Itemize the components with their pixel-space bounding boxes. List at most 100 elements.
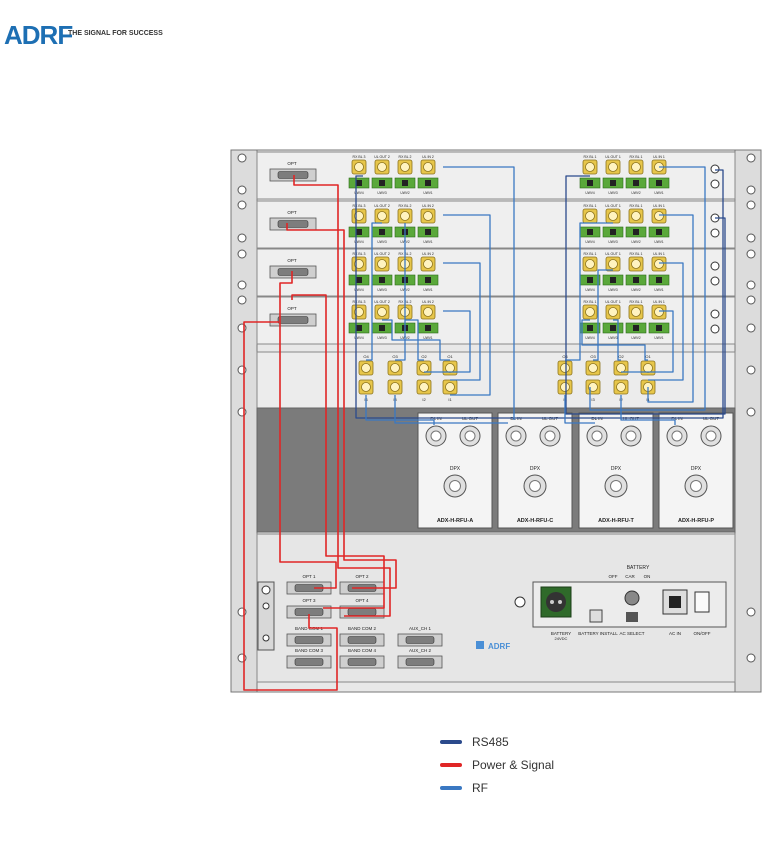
opt-label: OPT — [287, 258, 297, 263]
combiner-label: O1 — [645, 354, 651, 359]
status-led — [587, 180, 593, 186]
ac-select-switch — [626, 612, 638, 622]
rail-hole — [746, 249, 756, 259]
port-label: UL IN 1 — [653, 155, 665, 159]
ground-screw — [710, 164, 720, 174]
sma-port-center — [631, 211, 641, 221]
sma-port-center — [631, 259, 641, 269]
status-led — [610, 229, 616, 235]
rf-cable — [443, 166, 515, 420]
sma-port-center — [588, 363, 598, 373]
rfu-module-name: ADX-H-RFU-T — [598, 518, 634, 524]
rail-hole — [746, 280, 756, 290]
dsub-shell — [405, 658, 435, 666]
legend: RS485 Power & Signal RF — [440, 730, 554, 799]
battery-install-label: BATTERY INSTALL — [578, 631, 618, 636]
rail-hole — [746, 407, 756, 417]
rfu-dpx-label: DPX — [611, 466, 622, 472]
rail-hole — [746, 295, 756, 305]
opt-port-label: OPT 3 — [303, 598, 316, 603]
port-label: UL IN 1 — [653, 300, 665, 304]
sma-port-center — [377, 307, 387, 317]
sma-port-center — [631, 307, 641, 317]
port-label: UL OUT 2 — [374, 300, 390, 304]
sma-port-center — [419, 382, 429, 392]
dpx-connector-center — [690, 480, 702, 492]
port-label: UL IN 2 — [422, 155, 434, 159]
led-label: UWV2 — [631, 240, 640, 244]
power-signal-cable — [293, 175, 391, 617]
ground-screw — [710, 179, 720, 189]
status-led — [379, 277, 385, 283]
combiner-label: O3 — [590, 354, 596, 359]
rf-cable — [620, 395, 676, 425]
led-label: UWV4 — [354, 336, 363, 340]
port-label: UL IN 2 — [422, 204, 434, 208]
status-led — [610, 277, 616, 283]
status-led — [402, 180, 408, 186]
port-label: RX BL 3 — [353, 300, 366, 304]
opt-label: OPT — [287, 306, 297, 311]
n-connector-center — [510, 430, 522, 442]
rf-cable — [395, 223, 406, 361]
port-label: RX BL 2 — [399, 204, 412, 208]
sma-port-center — [608, 259, 618, 269]
rail-hole — [746, 653, 756, 663]
port-label: UL OUT 2 — [374, 204, 390, 208]
ground-screw — [710, 309, 720, 319]
led-label: UWV4 — [585, 240, 594, 244]
ground-screw — [710, 261, 720, 271]
legend-swatch — [440, 739, 462, 744]
led-label: UWV4 — [354, 240, 363, 244]
ground-screw — [710, 276, 720, 286]
status-led — [379, 325, 385, 331]
sma-port-center — [400, 162, 410, 172]
led-label: UWV3 — [377, 336, 386, 340]
status-led — [656, 180, 662, 186]
n-connector-center — [544, 430, 556, 442]
ac-select-label: AC SELECT — [619, 631, 644, 636]
status-led — [633, 325, 639, 331]
on-off-label: ON/OFF — [694, 631, 711, 636]
sma-port-center — [616, 382, 626, 392]
led-label: UWV3 — [608, 191, 617, 195]
sma-port-center — [631, 162, 641, 172]
status-led — [425, 277, 431, 283]
ground-screw — [262, 602, 270, 610]
dsub-shell — [277, 316, 309, 324]
dsub-shell — [405, 636, 435, 644]
sma-port-center — [608, 162, 618, 172]
n-connector-center — [430, 430, 442, 442]
battery-sub-label: 24VDC — [555, 636, 568, 641]
rfu-module-name: ADX-H-RFU-A — [437, 518, 473, 524]
rf-cable — [564, 395, 595, 424]
status-led — [356, 229, 362, 235]
battery-selector-knob — [624, 590, 640, 606]
battery-header: BATTERY — [627, 565, 650, 571]
combiner-label: O2 — [618, 354, 624, 359]
status-led — [633, 229, 639, 235]
rail-hole — [746, 185, 756, 195]
dsub-shell — [277, 171, 309, 179]
ground-screw — [710, 228, 720, 238]
port-label: UL IN 2 — [422, 252, 434, 256]
sma-port-center — [423, 259, 433, 269]
status-led — [425, 325, 431, 331]
led-label: UWV4 — [354, 288, 363, 292]
sma-port-center — [616, 363, 626, 373]
battery-pin — [550, 600, 554, 604]
status-led — [610, 180, 616, 186]
port-label: RX BL 1 — [584, 300, 597, 304]
battery-pin — [558, 600, 562, 604]
status-led — [656, 325, 662, 331]
sma-port-center — [377, 259, 387, 269]
status-led — [633, 277, 639, 283]
port-label: RX BL 3 — [353, 155, 366, 159]
aux-port-label: AUX_CH 1 — [409, 626, 432, 631]
sma-port-center — [608, 307, 618, 317]
sma-port-center — [560, 382, 570, 392]
sma-port-center — [585, 162, 595, 172]
combiner-label: I1 — [448, 397, 452, 402]
ground-bracket — [257, 581, 275, 651]
power-signal-cable — [286, 223, 397, 589]
